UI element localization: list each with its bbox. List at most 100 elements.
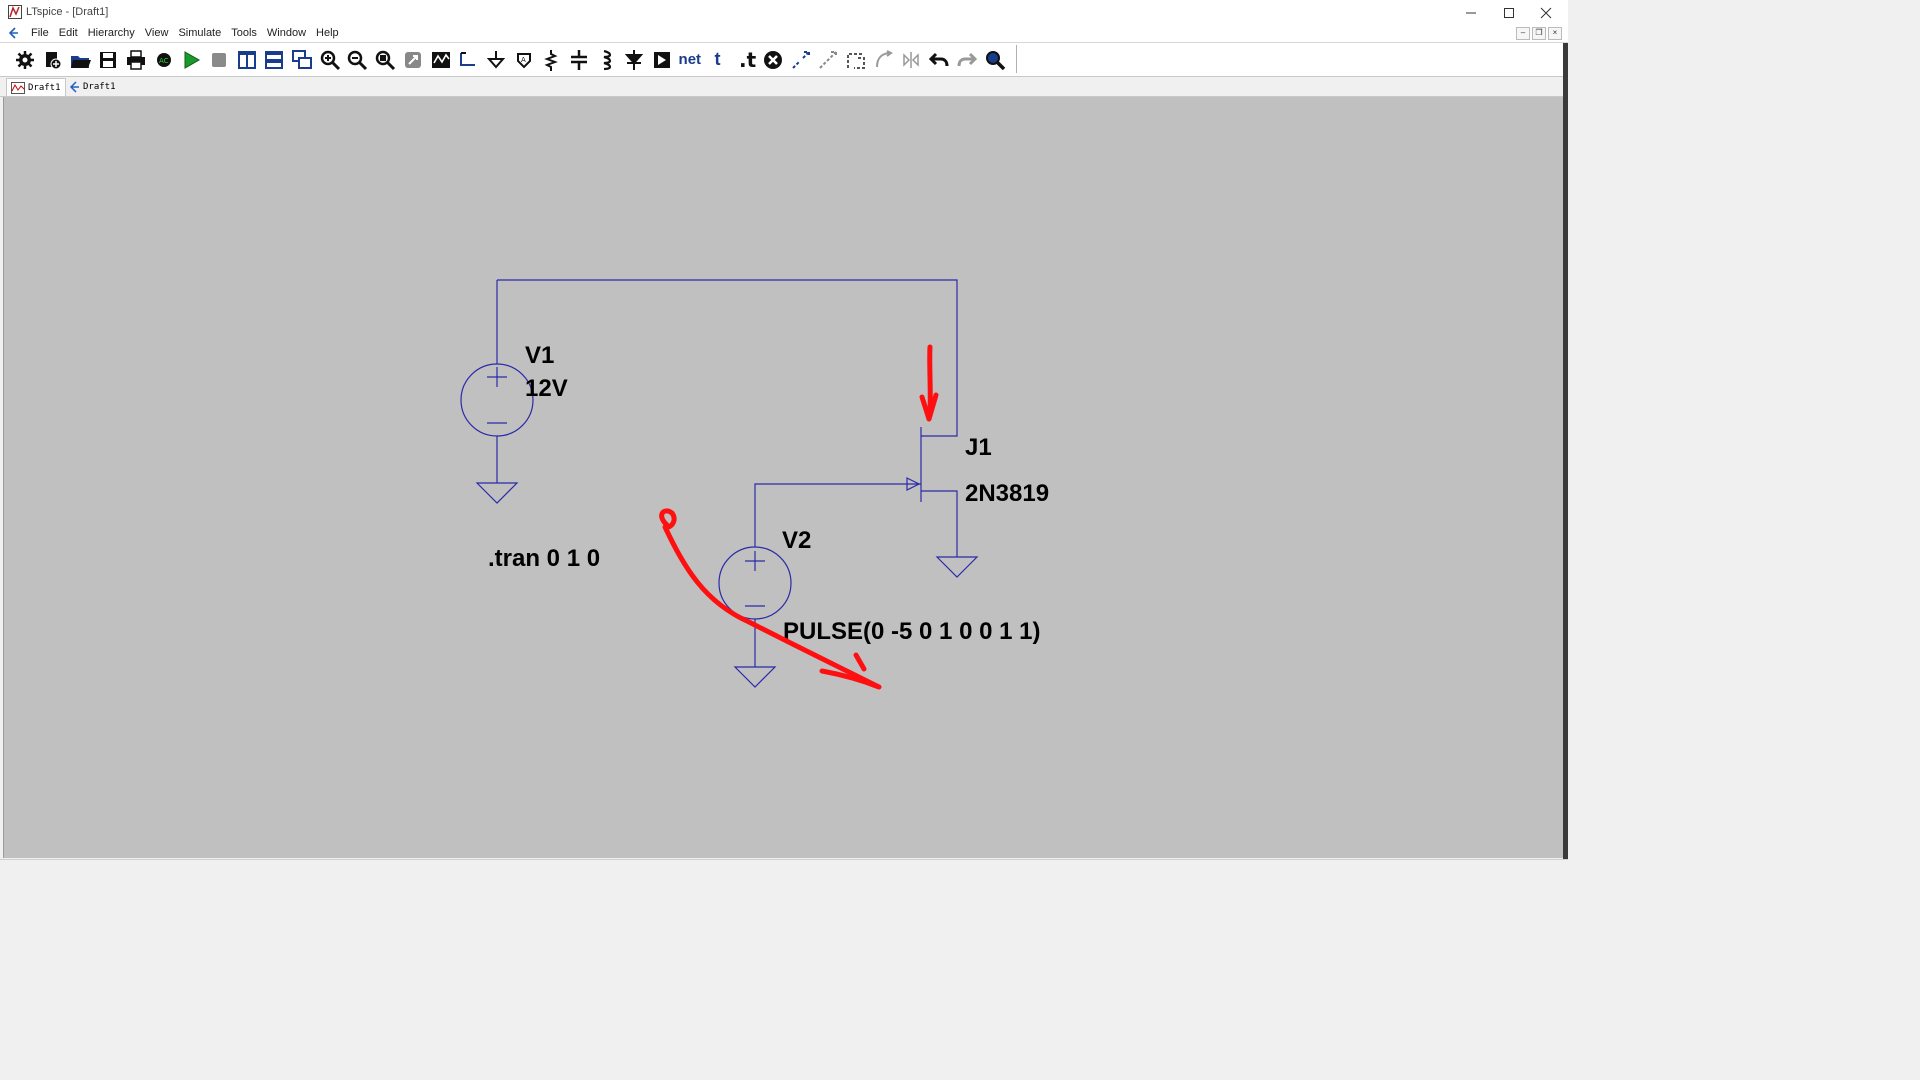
window-title: LTspice - [Draft1] xyxy=(26,6,109,18)
j1-name-label[interactable]: J1 xyxy=(965,434,992,461)
text-icon: t xyxy=(714,49,721,69)
print-icon xyxy=(126,49,145,70)
run-button[interactable] xyxy=(178,46,204,73)
j1-model-label[interactable]: 2N3819 xyxy=(965,480,1049,507)
drag-icon xyxy=(819,50,838,69)
v1-name-label[interactable]: V1 xyxy=(525,342,554,369)
settings-button[interactable] xyxy=(12,46,38,73)
new-schematic-button[interactable] xyxy=(40,46,66,73)
svg-text:A: A xyxy=(521,56,526,64)
capacitor-icon xyxy=(571,49,587,70)
redo-button[interactable] xyxy=(954,46,980,73)
wire-j1-source[interactable] xyxy=(921,490,958,557)
menu-simulate[interactable]: Simulate xyxy=(178,27,222,39)
schematic-icon xyxy=(69,80,79,93)
wire-gate[interactable] xyxy=(754,483,921,547)
draw-wire-icon xyxy=(460,51,476,66)
inductor-button[interactable] xyxy=(594,46,620,73)
tile-vertical-icon xyxy=(237,50,256,69)
cascade-button[interactable] xyxy=(289,46,315,73)
ground-v1[interactable] xyxy=(475,482,519,504)
waveform-button[interactable] xyxy=(428,46,454,73)
mdi-restore-button[interactable]: ❐ xyxy=(1532,27,1546,40)
annotation-curve-arrow xyxy=(659,508,882,690)
close-icon xyxy=(1540,7,1552,18)
zoom-extents-icon xyxy=(404,51,421,68)
rotate-button[interactable] xyxy=(843,46,869,73)
control-panel-icon: AC xyxy=(156,52,171,67)
v2-name-label[interactable]: V2 xyxy=(782,527,811,554)
menu-edit[interactable]: Edit xyxy=(58,27,78,39)
text-t-button[interactable]: t xyxy=(705,46,731,73)
delete-button[interactable] xyxy=(760,46,786,73)
component-button[interactable] xyxy=(649,46,675,73)
zoom-out-button[interactable] xyxy=(344,46,370,73)
drag-button[interactable] xyxy=(815,46,841,73)
redo-icon xyxy=(957,52,977,66)
tile-vertical-button[interactable] xyxy=(234,46,260,73)
capacitor-button[interactable] xyxy=(566,46,592,73)
mdi-minimize-button[interactable]: – xyxy=(1516,27,1530,40)
zoom-fit-icon xyxy=(375,50,396,70)
cascade-icon xyxy=(292,49,312,69)
print-button[interactable] xyxy=(123,46,149,73)
close-button[interactable] xyxy=(1527,0,1565,25)
run-icon xyxy=(184,50,201,69)
wire-top-loop[interactable] xyxy=(497,279,958,437)
flip-button[interactable] xyxy=(898,46,924,73)
maximize-button[interactable] xyxy=(1490,0,1528,25)
zoom-in-button[interactable] xyxy=(317,46,343,73)
waveform-icon xyxy=(431,51,450,68)
inductor-icon xyxy=(603,49,611,70)
v2-value-label[interactable]: PULSE(0 -5 0 1 0 0 1 1) xyxy=(783,618,1040,645)
open-button[interactable] xyxy=(67,46,93,73)
zoom-out-icon xyxy=(348,50,368,70)
ground-j1[interactable] xyxy=(935,556,979,578)
net-button[interactable]: net xyxy=(677,46,703,73)
mdi-close-button[interactable]: × xyxy=(1548,27,1562,40)
menu-window[interactable]: Window xyxy=(266,27,307,39)
menu-hierarchy[interactable]: Hierarchy xyxy=(87,27,135,39)
schematic-canvas[interactable]: V1 12V J1 2N3819 V2 PULSE(0 -5 0 1 0 0 1… xyxy=(3,97,1563,858)
window-edge xyxy=(1563,43,1568,882)
rotate-icon xyxy=(847,52,865,69)
v1-value-label[interactable]: 12V xyxy=(525,375,568,402)
menu-view[interactable]: View xyxy=(144,27,169,39)
ground-button[interactable] xyxy=(483,46,509,73)
diode-button[interactable] xyxy=(621,46,647,73)
menu-file[interactable]: File xyxy=(31,27,49,39)
tab-label: Draft1 xyxy=(83,81,116,92)
status-bar xyxy=(0,859,1568,883)
tile-horizontal-button[interactable] xyxy=(261,46,287,73)
spice-directive-icon: .t xyxy=(739,49,756,71)
menu-tools[interactable]: Tools xyxy=(231,27,257,39)
open-icon xyxy=(71,55,92,68)
net-label-icon: net xyxy=(678,51,702,68)
maximize-icon xyxy=(1504,7,1514,18)
undo-button[interactable] xyxy=(926,46,952,73)
find-button[interactable] xyxy=(982,46,1008,73)
minimize-button[interactable] xyxy=(1452,0,1490,25)
move-button[interactable] xyxy=(788,46,814,73)
save-button[interactable] xyxy=(95,46,121,73)
spice-directive-button[interactable]: .t xyxy=(732,46,758,73)
spice-directive[interactable]: .tran 0 1 0 xyxy=(488,545,600,572)
draw-wire-button[interactable] xyxy=(455,46,481,73)
zoom-extents-button[interactable] xyxy=(400,46,426,73)
ground-v2[interactable] xyxy=(733,666,777,688)
menu-help[interactable]: Help xyxy=(316,27,339,39)
tab-draft1-waveform[interactable]: Draft1 xyxy=(6,78,66,96)
document-tabs: Draft1 Draft1 xyxy=(0,77,1568,97)
resistor-button[interactable] xyxy=(538,46,564,73)
control-panel-button[interactable]: AC xyxy=(151,46,177,73)
halt-button[interactable] xyxy=(206,46,232,73)
zoom-in-icon xyxy=(320,50,340,70)
label-net-button[interactable]: A xyxy=(511,46,537,73)
tab-draft1-schematic[interactable]: Draft1 xyxy=(64,78,120,95)
resistor-icon xyxy=(544,49,559,71)
zoom-fit-button[interactable] xyxy=(372,46,398,73)
save-icon xyxy=(100,51,117,68)
schematic-icon[interactable] xyxy=(7,27,19,42)
mirror-disabled-button[interactable] xyxy=(871,46,897,73)
